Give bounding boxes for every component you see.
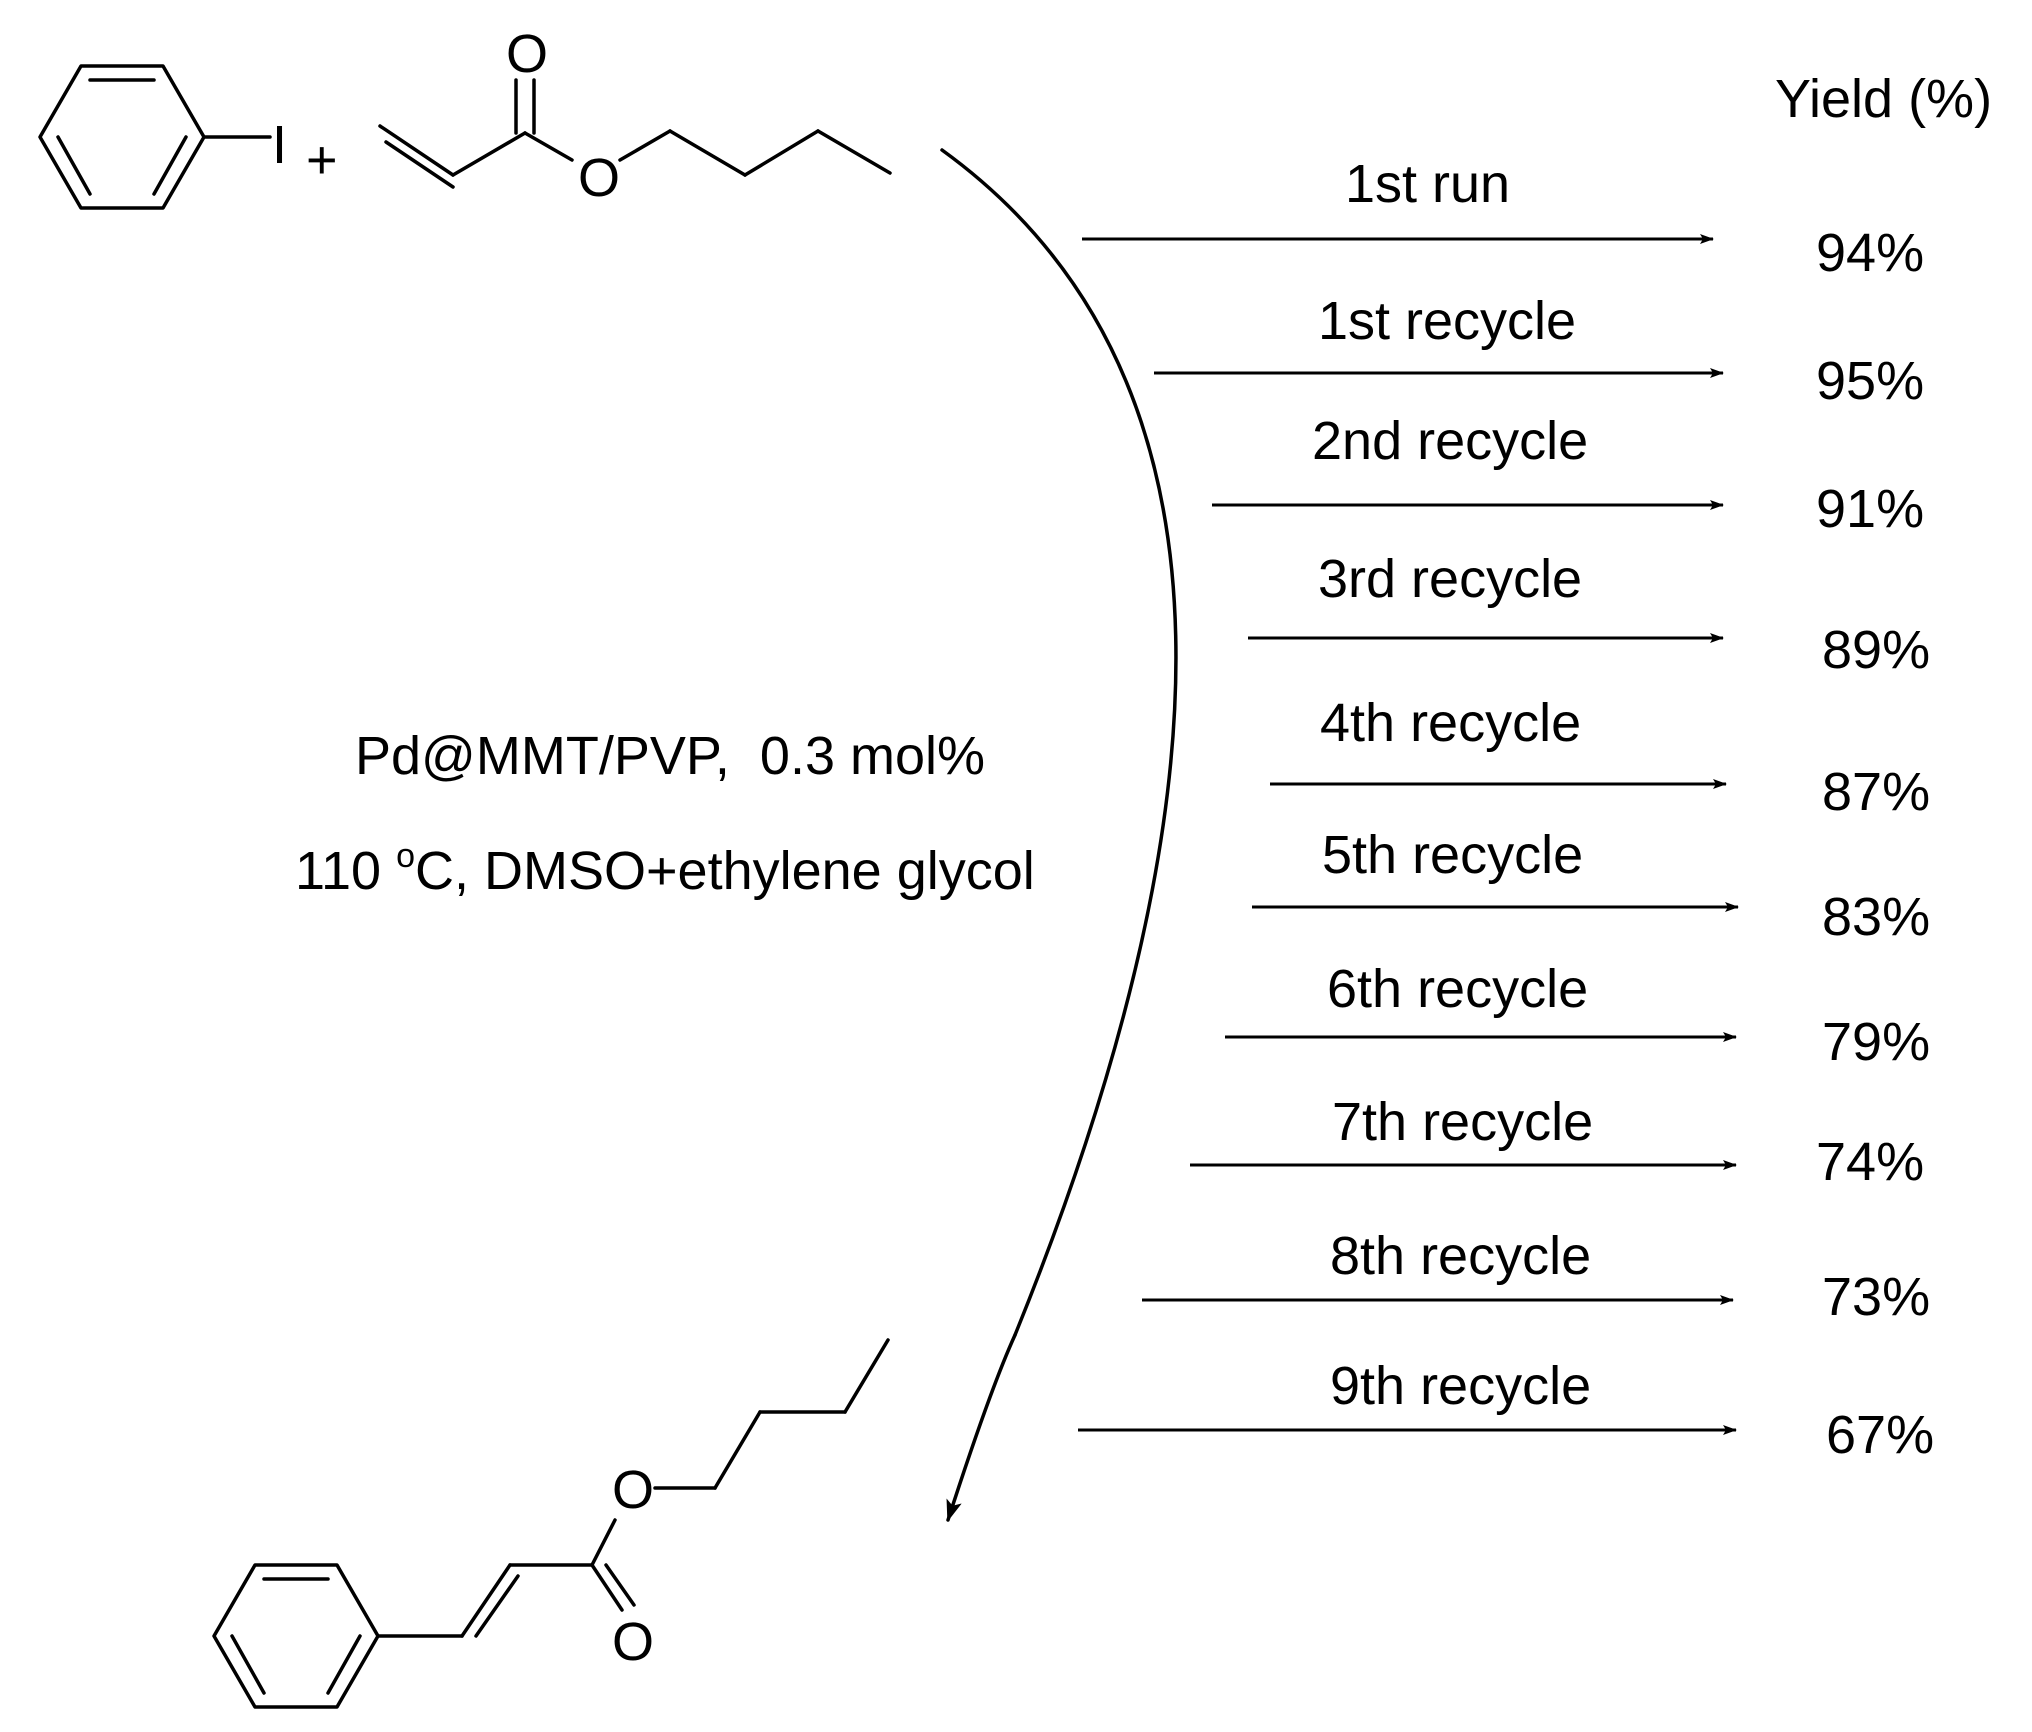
catalyst-condition: Pd@MMT/PVP, 0.3 mol% [355,726,985,786]
iodobenzene-structure: I [38,64,287,210]
acrylate-carbonyl-oxygen: O [506,24,548,84]
run-row: 6th recycle 79% [1225,959,1930,1072]
butyl-acrylate-structure: O O [378,24,892,208]
run-yield: 67% [1826,1405,1934,1465]
degree-superscript: o [396,837,415,875]
run-row: 9th recycle 67% [1078,1356,1934,1465]
run-label: 5th recycle [1322,825,1583,885]
run-row: 2nd recycle 91% [1212,411,1924,539]
butyl-cinnamate-structure: O O [212,1338,890,1709]
run-row: 3rd recycle 89% [1248,549,1930,680]
run-label: 4th recycle [1320,693,1581,753]
run-yield: 91% [1816,479,1924,539]
product-carbonyl-oxygen: O [612,1612,654,1672]
run-yield: 89% [1822,620,1930,680]
run-yield: 74% [1816,1132,1924,1192]
reaction-curved-arrow-tail [946,1333,1017,1522]
run-row: 8th recycle 73% [1142,1226,1930,1327]
run-yield: 95% [1816,351,1924,411]
run-label: 7th recycle [1332,1092,1593,1152]
run-yield: 83% [1822,887,1930,947]
reaction-curved-arrow [940,148,1178,1337]
run-yield: 79% [1822,1012,1930,1072]
temperature-solvent-text: C, DMSO+ethylene glycol [415,841,1035,901]
run-row: 1st recycle 95% [1154,291,1924,411]
run-label: 2nd recycle [1312,411,1588,471]
run-label: 1st recycle [1318,291,1576,351]
temperature-solvent-condition: 110 oC, DMSO+ethylene glycol [295,837,1035,901]
product-ester-oxygen: O [612,1460,654,1520]
run-label: 1st run [1345,154,1510,214]
run-list: 1st run 94% 1st recycle 95% 2nd recycle 91% 3r… [1078,154,1934,1465]
yield-header: Yield (%) [1775,69,1992,129]
run-yield: 87% [1822,762,1930,822]
temperature-value: 110 [295,841,396,901]
run-yield: 73% [1822,1267,1930,1327]
run-label: 6th recycle [1327,959,1588,1019]
run-label: 3rd recycle [1318,549,1582,609]
run-label: 9th recycle [1330,1356,1591,1416]
run-yield: 94% [1816,223,1924,283]
run-row: 7th recycle 74% [1190,1092,1924,1192]
run-label: 8th recycle [1330,1226,1591,1286]
plus-sign: + [306,130,338,190]
iodine-atom-label: I [272,115,287,175]
acrylate-ester-oxygen: O [578,148,620,208]
run-row: 4th recycle 87% [1270,693,1930,822]
run-row: 5th recycle 83% [1252,825,1930,947]
run-row: 1st run 94% [1082,154,1924,283]
